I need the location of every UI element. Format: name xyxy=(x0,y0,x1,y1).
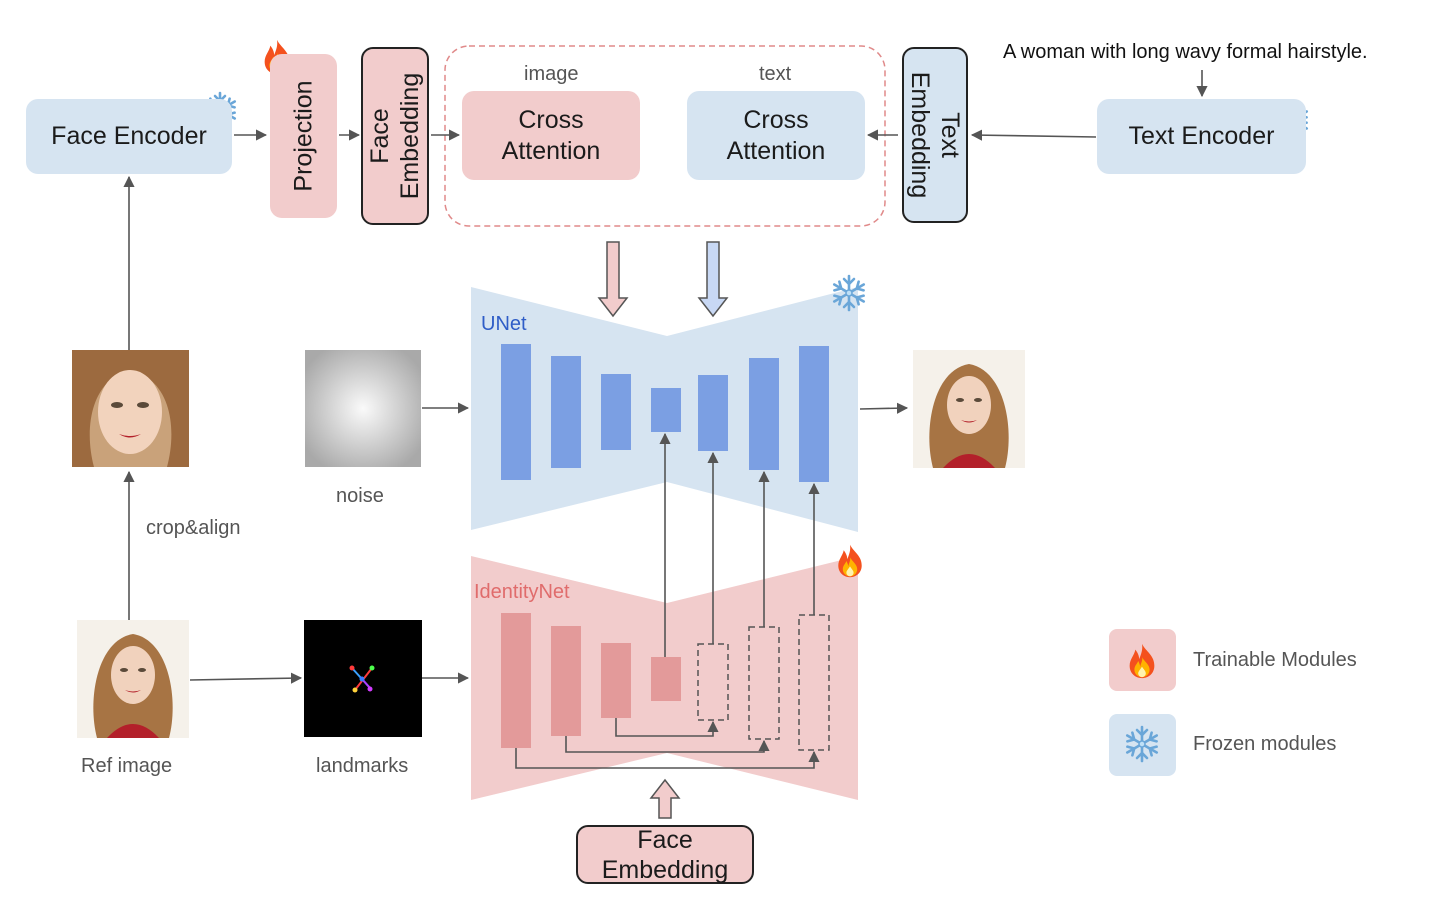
legend-trainable-label: Trainable Modules xyxy=(1193,649,1357,671)
image-cross-attention-line2: Attention xyxy=(501,136,601,165)
unet-block xyxy=(799,346,829,482)
projection-box: Projection xyxy=(270,54,337,218)
identity-injection-arrow xyxy=(649,778,681,819)
text-injection-arrow xyxy=(697,241,729,318)
noise-image xyxy=(305,350,421,467)
unet-block xyxy=(601,374,631,450)
noise-caption: noise xyxy=(336,485,384,507)
skip-connections xyxy=(515,432,820,769)
identity-block xyxy=(501,613,531,748)
bottom-face-embedding-line2: Embedding xyxy=(601,855,729,884)
unet-block xyxy=(749,358,779,470)
face-encoder-box: Face Encoder xyxy=(26,99,232,174)
text-cross-attention-line1: Cross xyxy=(743,105,809,134)
unet-block xyxy=(698,375,728,451)
top-arrows xyxy=(123,70,1208,684)
text-embedding-line2: Embedding xyxy=(906,71,935,199)
fire-icon xyxy=(838,544,862,578)
cross-attention-group xyxy=(444,45,886,227)
identity-block xyxy=(551,626,581,736)
landmarks-caption: landmarks xyxy=(316,755,409,777)
crop-align-caption: crop&align xyxy=(146,517,241,539)
text-cross-attention-box: Cross Attention xyxy=(687,91,865,180)
output-image xyxy=(913,350,1025,468)
face-embedding-line2: Embedding xyxy=(396,72,425,200)
text-encoder-label: Text Encoder xyxy=(1128,122,1275,150)
image-caption: image xyxy=(524,63,579,85)
text-encoder-box: Text Encoder xyxy=(1097,99,1306,174)
unet-block xyxy=(551,356,581,468)
unet-block xyxy=(501,344,531,480)
text-cross-attention-line2: Attention xyxy=(726,136,826,165)
aligned-face-image xyxy=(72,350,189,467)
face-encoder-label: Face Encoder xyxy=(51,122,207,150)
text-embedding-label: Text Embedding xyxy=(905,72,965,198)
identity-blocks xyxy=(501,613,681,748)
ref-image-caption: Ref image xyxy=(81,755,173,777)
unet-blocks xyxy=(501,344,829,482)
text-prompt: A woman with long wavy formal hairstyle. xyxy=(1003,41,1368,63)
text-embedding-line1: Text xyxy=(936,112,965,158)
bottom-face-embedding-line1: Face xyxy=(637,825,693,854)
unet-block xyxy=(651,388,681,432)
legend-frozen-label: Frozen modules xyxy=(1193,733,1337,755)
identitynet-label: IdentityNet xyxy=(474,581,570,603)
text-embedding-box: Text Embedding xyxy=(902,47,968,223)
identity-block xyxy=(651,657,681,701)
unet-label: UNet xyxy=(481,313,527,335)
identity-block xyxy=(601,643,631,718)
face-embedding-label: Face Embedding xyxy=(365,73,425,199)
landmark-points xyxy=(349,665,375,693)
text-caption: text xyxy=(759,63,792,85)
image-injection-arrow xyxy=(597,241,629,318)
image-cross-attention-line1: Cross xyxy=(518,105,584,134)
image-cross-attention-box: Cross Attention xyxy=(462,91,640,180)
ref-image xyxy=(77,620,189,738)
face-embedding-line1: Face xyxy=(366,108,395,164)
face-embedding-box: Face Embedding xyxy=(361,47,429,225)
bottom-face-embedding-box: Face Embedding xyxy=(576,825,754,884)
projection-label: Projection xyxy=(289,80,318,192)
